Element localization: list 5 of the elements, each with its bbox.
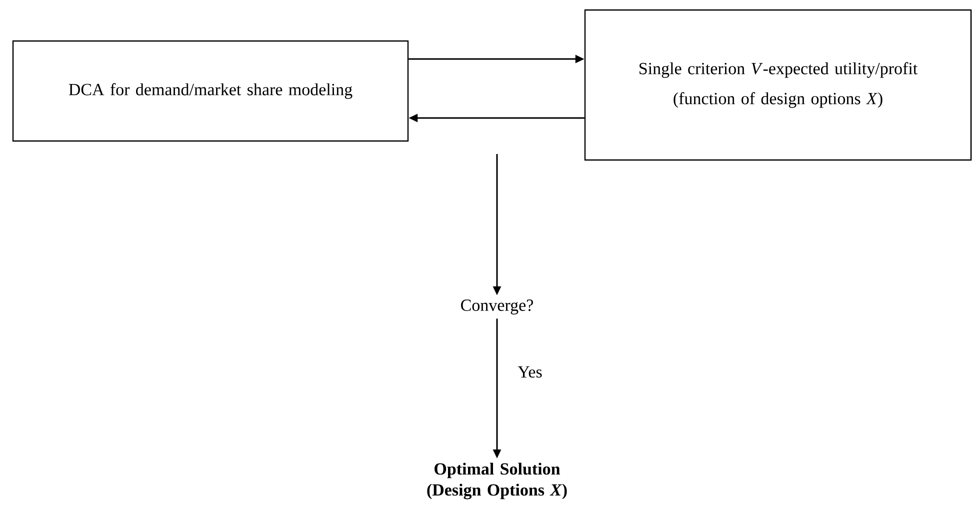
process-box: Single criterion V-expected utility/profit (function of design options X) xyxy=(584,9,972,161)
decision-text: Converge? xyxy=(461,300,533,314)
result-text: Optimal Solution (Design Options X) xyxy=(427,462,567,500)
edge-label: Yes xyxy=(516,365,544,379)
process-box: DCA for demand/market share modeling xyxy=(12,40,409,142)
